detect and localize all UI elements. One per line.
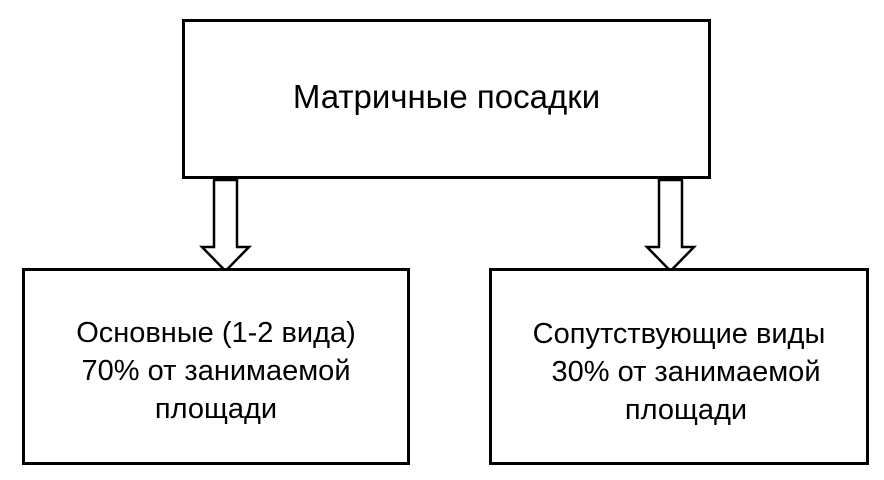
left-hollow-arrow-icon <box>199 178 252 273</box>
companion-species-title: Сопутствующие виды <box>532 317 826 350</box>
primary-species-text: Основные (1-2 вида) 70% от занимаемой пл… <box>76 314 356 428</box>
right-hollow-arrow-icon <box>644 178 697 273</box>
primary-species-box: Основные (1-2 вида) 70% от занимаемой пл… <box>22 268 410 465</box>
primary-species-title: Основные (1-2 вида) <box>76 316 356 349</box>
root-node-box: Матричные посадки <box>182 19 711 179</box>
companion-species-area: площади <box>624 393 748 426</box>
primary-species-share: 70% от занимаемой <box>81 354 351 387</box>
companion-species-box: Сопутствующие виды 30% от занимаемой пло… <box>489 268 869 465</box>
companion-species-text: Сопутствующие виды 30% от занимаемой пло… <box>533 315 826 429</box>
primary-species-area: площади <box>154 392 278 425</box>
companion-species-share: 30% от занимаемой <box>551 355 821 388</box>
root-node-label: Матричные посадки <box>292 78 601 115</box>
